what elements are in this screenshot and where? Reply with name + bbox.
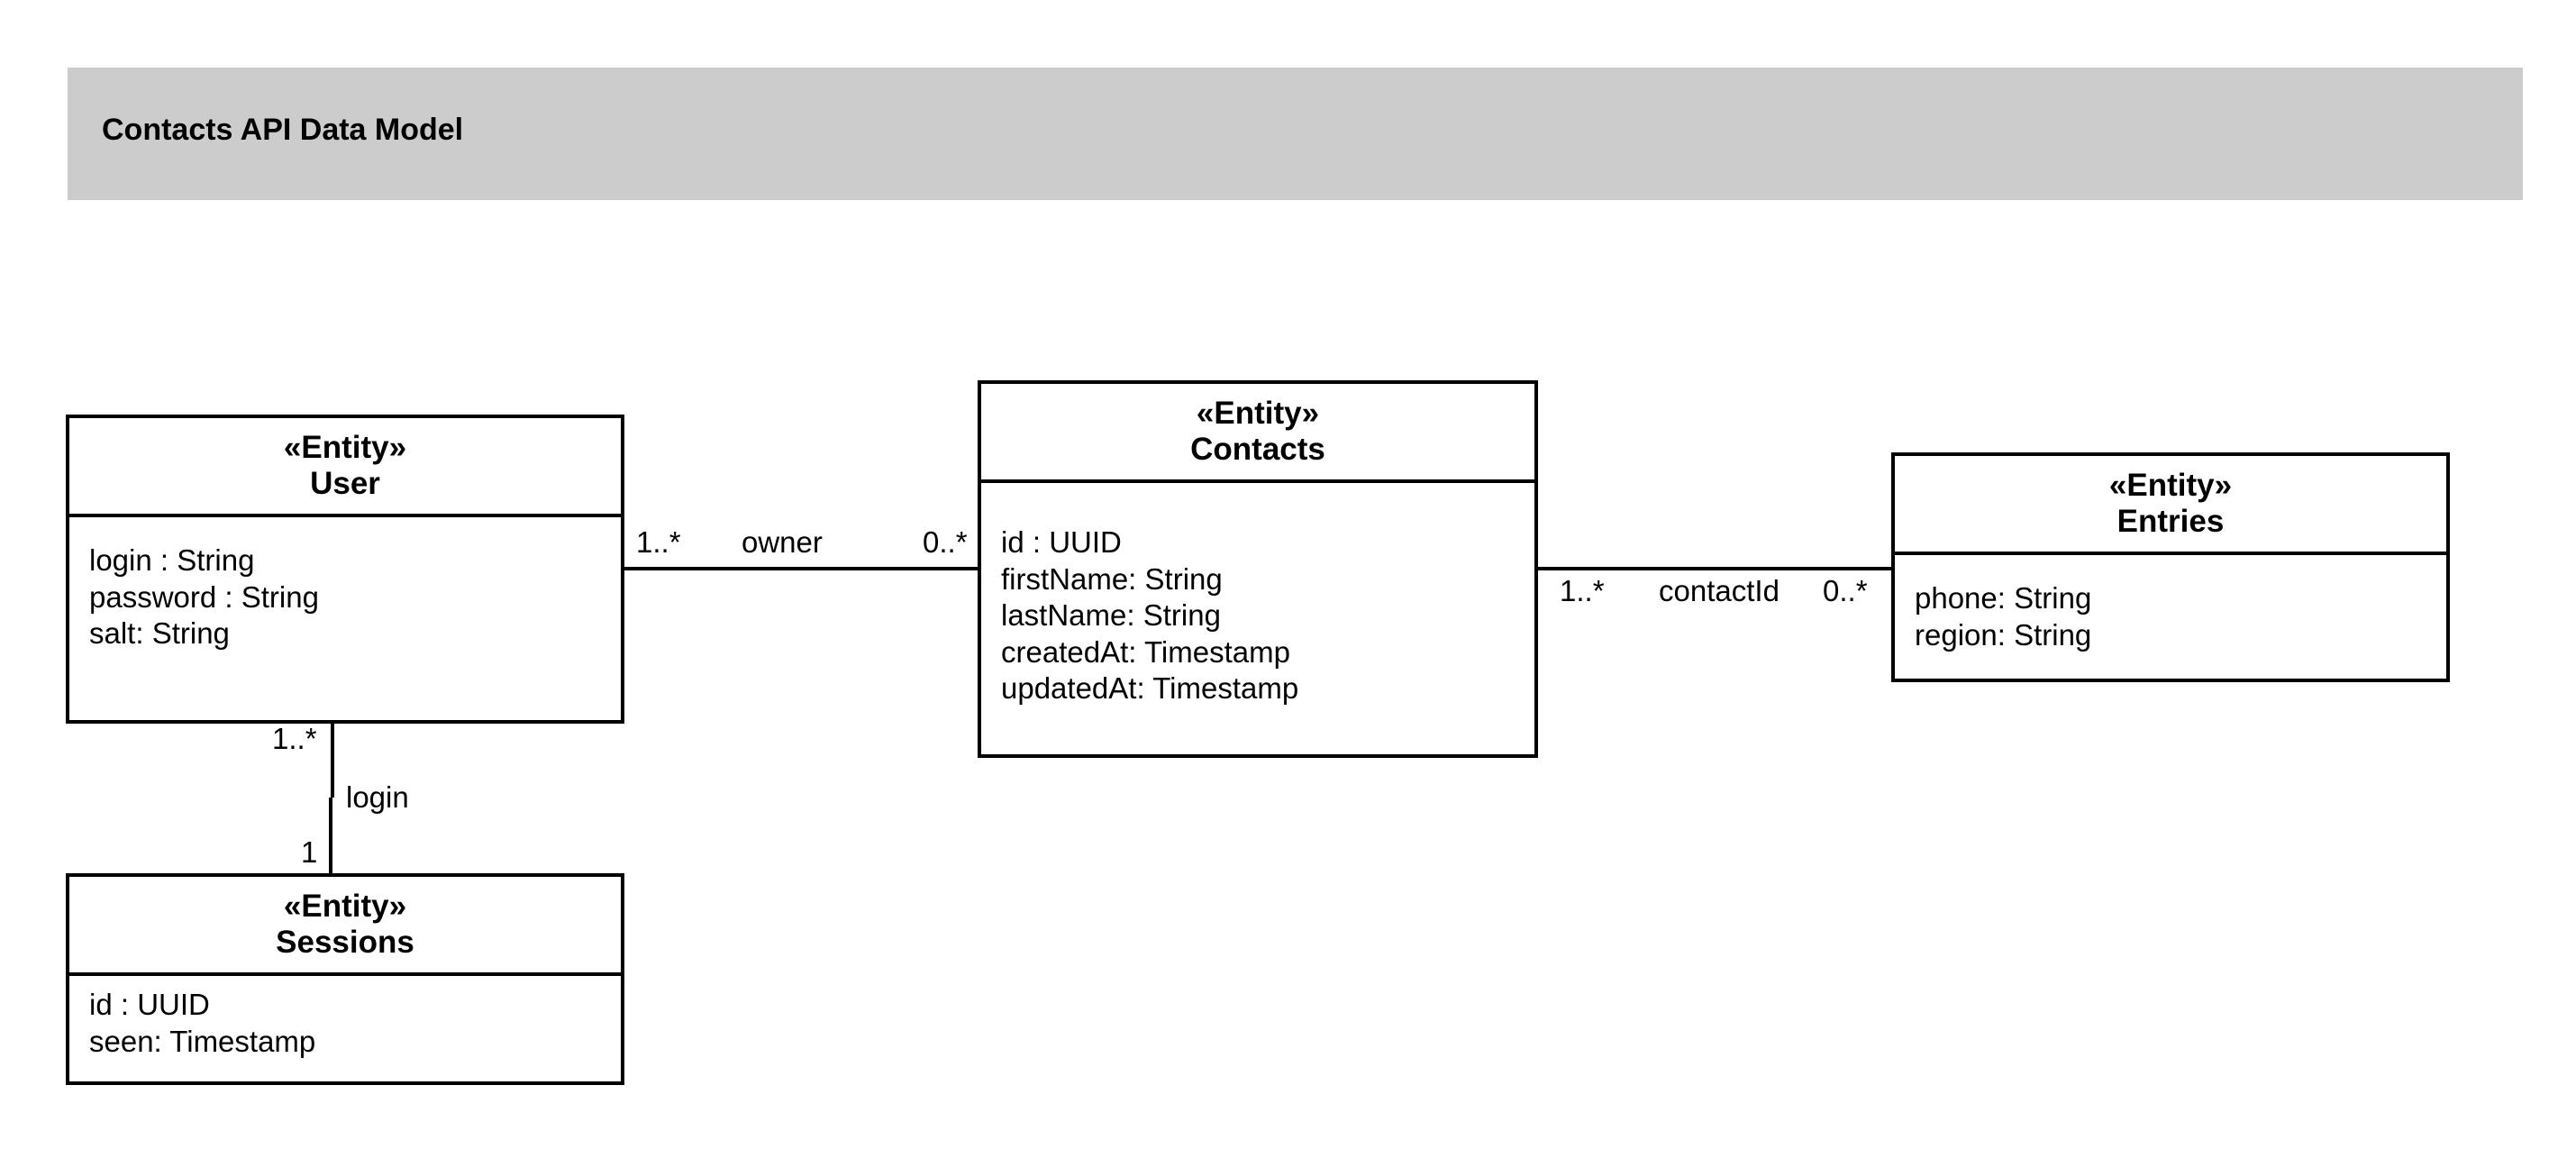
entity-user-attributes: login : String password : String salt: S… bbox=[69, 517, 621, 652]
entity-entries[interactable]: «Entity» Entries phone: String region: S… bbox=[1891, 452, 2450, 682]
relation-line-user-contacts bbox=[621, 567, 981, 570]
diagram-title: Contacts API Data Model bbox=[102, 113, 464, 147]
relation-line-user-sessions-upper bbox=[331, 720, 334, 798]
relation-line-contacts-entries bbox=[1534, 567, 1895, 570]
entity-entries-stereotype: «Entity» bbox=[2108, 468, 2233, 503]
entity-attribute: login : String bbox=[89, 543, 255, 577]
entity-contacts[interactable]: «Entity» Contacts id : UUID firstName: S… bbox=[978, 380, 1538, 758]
entity-attribute: region: String bbox=[1915, 617, 2092, 652]
entity-attribute: salt: String bbox=[89, 616, 230, 650]
entity-attribute: id : UUID bbox=[89, 988, 210, 1021]
entity-sessions-header: «Entity» Sessions bbox=[69, 877, 621, 976]
entity-user-stereotype: «Entity» bbox=[283, 430, 407, 465]
entity-contacts-attributes: id : UUID firstName: String lastName: St… bbox=[981, 483, 1534, 707]
user-contacts-target-multiplicity: 0..* bbox=[923, 525, 968, 559]
contacts-entries-target-multiplicity: 0..* bbox=[1823, 574, 1868, 607]
user-sessions-label: login bbox=[346, 780, 409, 814]
entity-contacts-name: Contacts bbox=[1190, 432, 1325, 467]
entity-attribute: lastName: String bbox=[1001, 598, 1221, 632]
entity-attribute: password : String bbox=[89, 579, 319, 614]
entity-entries-header: «Entity» Entries bbox=[1895, 456, 2446, 555]
entity-attribute: seen: Timestamp bbox=[89, 1024, 316, 1058]
entity-entries-name: Entries bbox=[2116, 504, 2225, 539]
user-sessions-target-multiplicity: 1 bbox=[301, 835, 318, 869]
entity-sessions[interactable]: «Entity» Sessions id : UUID seen: Timest… bbox=[66, 873, 624, 1085]
entity-user-header: «Entity» User bbox=[69, 418, 621, 517]
entity-entries-attributes: phone: String region: String bbox=[1895, 555, 2446, 653]
entity-user-name: User bbox=[310, 466, 380, 501]
contacts-entries-label: contactId bbox=[1659, 574, 1780, 607]
entity-contacts-stereotype: «Entity» bbox=[1196, 396, 1320, 431]
entity-attribute: firstName: String bbox=[1001, 561, 1223, 596]
entity-attribute: id : UUID bbox=[1001, 525, 1122, 559]
contacts-entries-source-multiplicity: 1..* bbox=[1560, 574, 1605, 607]
user-sessions-source-multiplicity: 1..* bbox=[272, 722, 317, 755]
entity-attribute: phone: String bbox=[1915, 581, 2092, 615]
entity-attribute: updatedAt: Timestamp bbox=[1001, 671, 1299, 705]
relation-line-user-sessions-lower bbox=[329, 798, 332, 876]
entity-sessions-name: Sessions bbox=[276, 925, 414, 960]
entity-sessions-attributes: id : UUID seen: Timestamp bbox=[69, 976, 621, 1060]
entity-user[interactable]: «Entity» User login : String password : … bbox=[66, 415, 624, 724]
entity-contacts-header: «Entity» Contacts bbox=[981, 384, 1534, 483]
user-contacts-label: owner bbox=[742, 525, 823, 559]
entity-sessions-stereotype: «Entity» bbox=[283, 889, 407, 924]
user-contacts-source-multiplicity: 1..* bbox=[636, 525, 681, 559]
entity-attribute: createdAt: Timestamp bbox=[1001, 634, 1290, 669]
diagram-title-banner: Contacts API Data Model bbox=[68, 68, 2523, 200]
